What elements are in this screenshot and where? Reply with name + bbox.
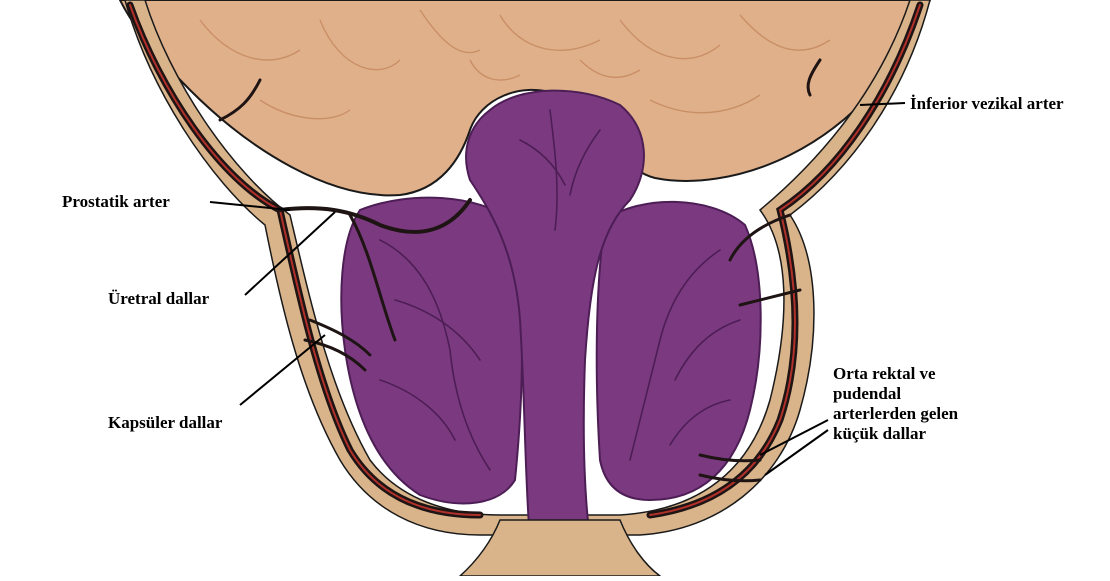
label-small-branches: Orta rektal ve pudendal arterlerden gele… — [833, 364, 983, 444]
label-prostatic-artery: Prostatik arter — [62, 192, 170, 212]
label-small-branches-line4: küçük dallar — [833, 424, 983, 444]
label-small-branches-line2: pudendal — [833, 384, 983, 404]
label-inferior-vesical-artery: İnferior vezikal arter — [910, 94, 1064, 114]
label-small-branches-line1: Orta rektal ve — [833, 364, 983, 384]
label-capsular-branches: Kapsüler dallar — [108, 413, 222, 433]
label-urethral-branches: Üretral dallar — [108, 289, 209, 309]
label-small-branches-line3: arterlerden gelen — [833, 404, 983, 424]
prostate-right-lobe — [597, 202, 761, 500]
